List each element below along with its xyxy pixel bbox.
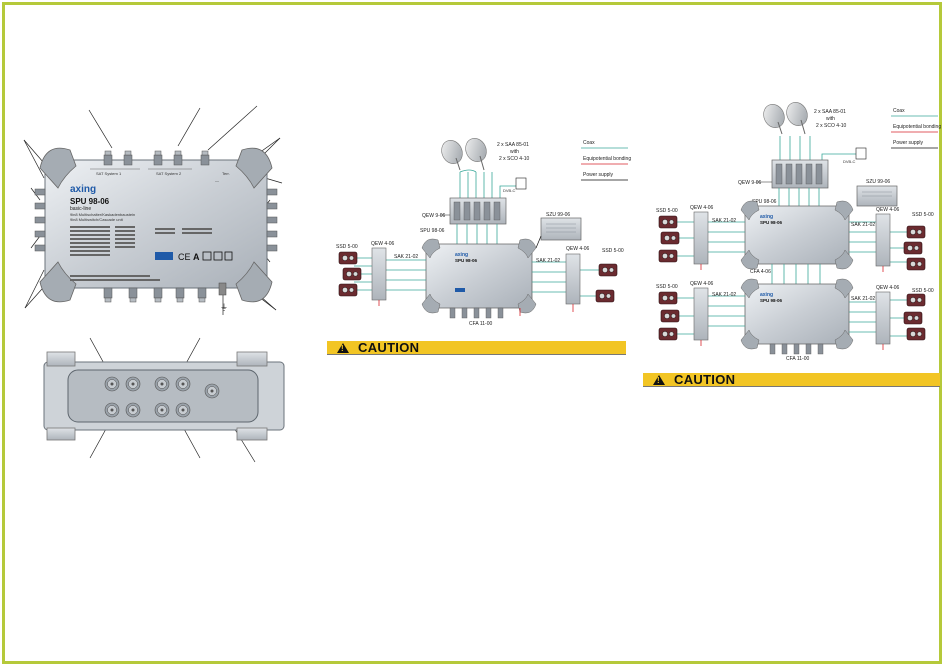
svg-text:SSD 5-00: SSD 5-00 (912, 288, 934, 294)
svg-text:Coax: Coax (893, 108, 905, 114)
svg-text:axing: axing (760, 292, 773, 298)
device-subtitle-en: 9in8 Multiswitch/Cascade unit (70, 217, 124, 222)
svg-text:QEW 4-06: QEW 4-06 (876, 285, 900, 291)
svg-text:SAK 21-02: SAK 21-02 (712, 292, 736, 298)
svg-text:axing: axing (760, 214, 773, 220)
svg-text:SSD 5-00: SSD 5-00 (602, 248, 624, 254)
satellite-dish-icon (441, 138, 487, 171)
svg-text:SAK 21-02: SAK 21-02 (394, 254, 418, 260)
svg-text:CFA 4-06: CFA 4-06 (750, 269, 771, 275)
svg-text:Coax: Coax (583, 140, 595, 146)
sat-system-2-label: SAT System 2 (156, 171, 182, 176)
svg-text:2 x SCO 4-10: 2 x SCO 4-10 (499, 156, 530, 162)
svg-text:2 x SAA 85-01: 2 x SAA 85-01 (814, 109, 846, 115)
svg-text:CE: CE (178, 252, 191, 262)
svg-text:CFA 11-00: CFA 11-00 (469, 321, 492, 327)
svg-text:—: — (215, 178, 219, 183)
certification-marks: CE A (155, 251, 233, 262)
svg-text:SPU 98-06: SPU 98-06 (420, 228, 445, 234)
svg-text:SZU 99-06: SZU 99-06 (866, 179, 890, 185)
caution-text: CAUTION (674, 372, 736, 387)
svg-text:SSD 5-00: SSD 5-00 (336, 244, 358, 250)
device-model: SPU 98-06 (70, 197, 110, 206)
sat-system-1-label: SAT System 1 (96, 171, 122, 176)
svg-text:SSD 5-00: SSD 5-00 (912, 212, 934, 218)
page-frame (2, 2, 942, 664)
satellite-dish-icon (763, 102, 808, 135)
svg-text:2 x SCO 4-10: 2 x SCO 4-10 (816, 123, 847, 129)
svg-text:SSD 5-00: SSD 5-00 (656, 284, 678, 290)
caution-banner-right: CAUTION (643, 372, 940, 387)
svg-text:QEW 9-06: QEW 9-06 (422, 213, 446, 219)
svg-text:QEW 4-06: QEW 4-06 (690, 205, 714, 211)
svg-text:A: A (193, 252, 200, 262)
svg-text:SAK 21-02: SAK 21-02 (851, 296, 875, 302)
device-front-view: SAT System 1 SAT System 2 Terr. axing SP… (23, 105, 283, 315)
svg-text:QEW 4-06: QEW 4-06 (371, 241, 395, 247)
svg-text:SPU 98-06: SPU 98-06 (455, 258, 478, 263)
svg-text:axing: axing (455, 252, 468, 258)
terr-label: Terr. (222, 171, 230, 176)
caution-text: CAUTION (358, 340, 420, 355)
svg-text:with: with (826, 116, 835, 122)
svg-text:SPU 98-06: SPU 98-06 (752, 199, 777, 205)
svg-text:Equipotential bonding: Equipotential bonding (583, 156, 631, 162)
svg-text:2 x SAA 85-01: 2 x SAA 85-01 (497, 142, 529, 148)
installation-diagram-cascade: Coax Equipotential bonding Power supply … (656, 102, 941, 362)
svg-text:QEW 4-06: QEW 4-06 (566, 246, 590, 252)
svg-text:QEW 4-06: QEW 4-06 (876, 207, 900, 213)
svg-text:Power supply: Power supply (583, 172, 614, 178)
warning-triangle-icon (653, 374, 665, 385)
svg-text:Equipotential bonding: Equipotential bonding (893, 124, 941, 130)
svg-text:CFA 11-00: CFA 11-00 (786, 356, 809, 362)
device-bottom-view (43, 337, 285, 463)
svg-text:QEW 9-06: QEW 9-06 (738, 180, 762, 186)
ground-symbol-icon: ⏚ (220, 303, 228, 312)
svg-text:with: with (510, 149, 519, 155)
svg-text:DVB-C: DVB-C (503, 188, 516, 193)
device-series: basic-line (70, 206, 91, 212)
svg-text:SAK 21-02: SAK 21-02 (851, 222, 875, 228)
svg-text:QEW 4-06: QEW 4-06 (690, 281, 714, 287)
installation-diagram-single: Coax Equipotential bonding Power supply … (336, 138, 631, 327)
device-brand-logo: axing (70, 184, 96, 195)
svg-text:SPU 98-06: SPU 98-06 (760, 220, 783, 225)
svg-text:SSD 5-00: SSD 5-00 (656, 208, 678, 214)
svg-text:SPU 98-06: SPU 98-06 (760, 298, 783, 303)
svg-text:SAK 21-02: SAK 21-02 (536, 258, 560, 264)
legend-1: Coax Equipotential bonding Power supply (581, 140, 631, 181)
device-subtitle-de: 9in8 Multischalter/Kaskadenbaustein (70, 212, 135, 217)
warning-triangle-icon (337, 342, 349, 353)
svg-text:SZU 99-06: SZU 99-06 (546, 212, 570, 218)
svg-text:DVB-C: DVB-C (843, 159, 856, 164)
legend-2: Coax Equipotential bonding Power supply (891, 108, 941, 149)
caution-banner-left: CAUTION (327, 340, 626, 355)
svg-text:Power supply: Power supply (893, 140, 924, 146)
svg-text:SAK 21-02: SAK 21-02 (712, 218, 736, 224)
